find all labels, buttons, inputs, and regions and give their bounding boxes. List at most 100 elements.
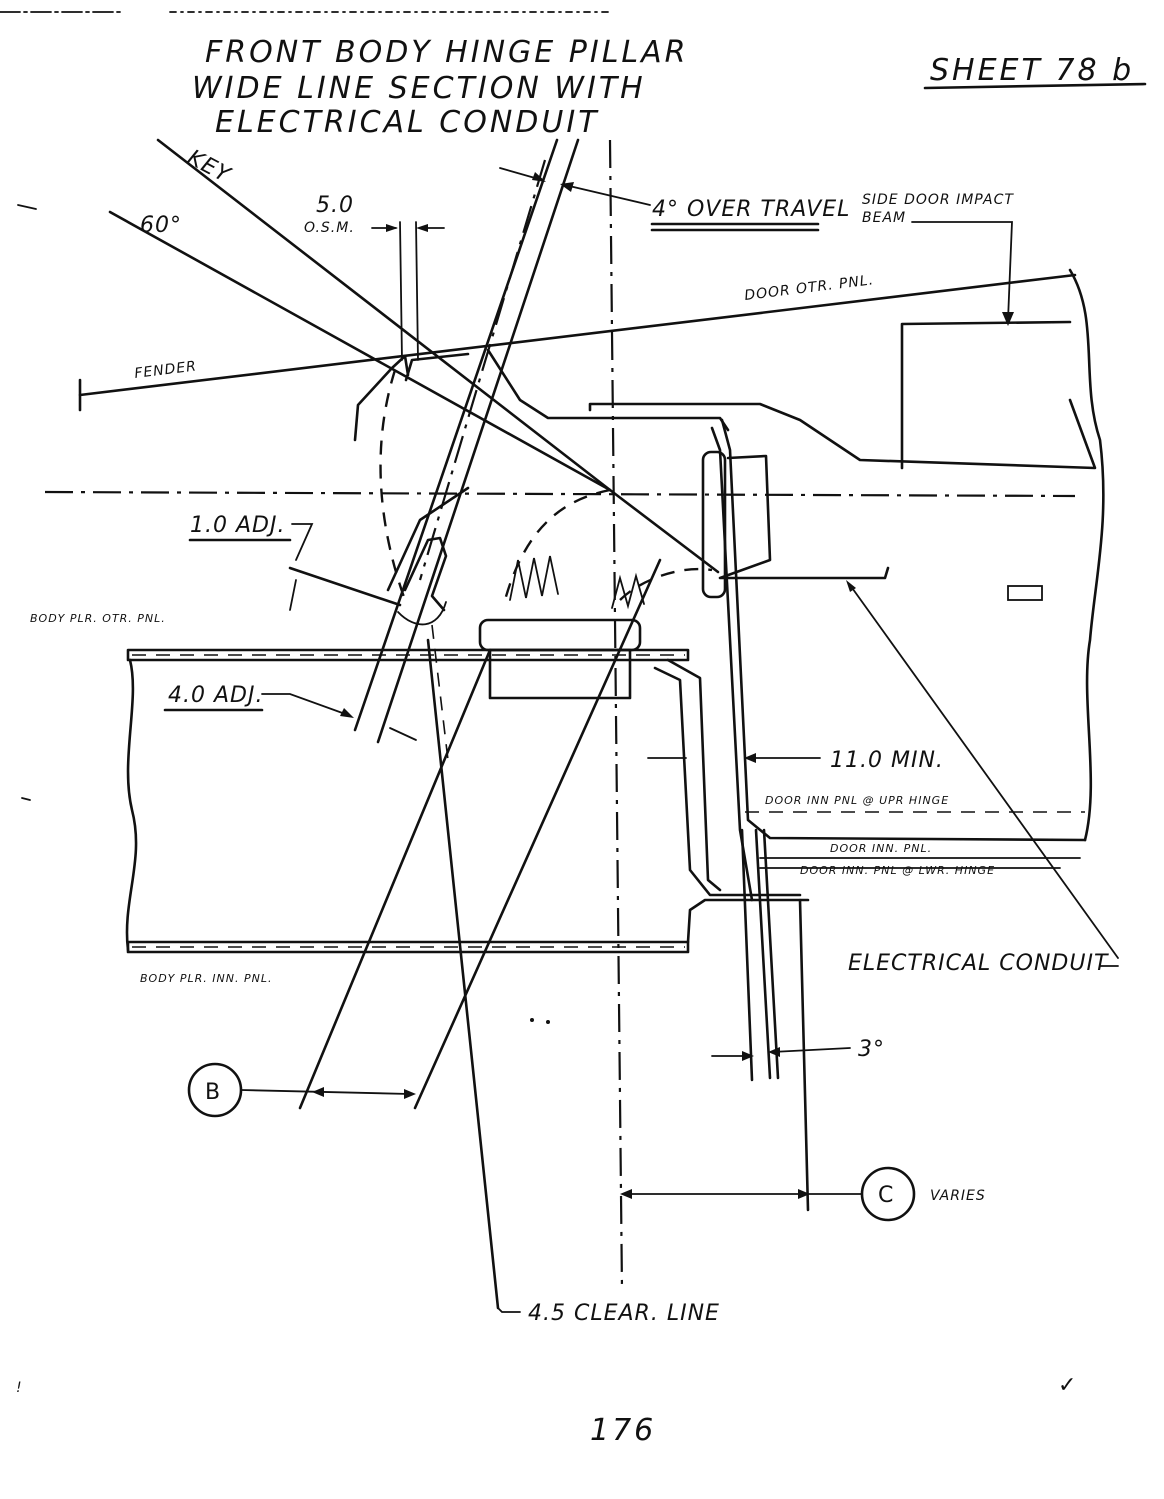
- conduit-leader: [849, 584, 1119, 959]
- horizontal-center-line: [44, 490, 1076, 498]
- min-11-arrow: [744, 753, 756, 763]
- impact-beam-label-1: SIDE DOOR IMPACT: [862, 192, 1014, 208]
- door-opening-line-2: [754, 828, 772, 1080]
- adj-4-0-label: 4.0 ADJ.: [168, 683, 263, 708]
- fender-flange: [353, 354, 410, 442]
- osm-arrow-left: [386, 224, 398, 232]
- osm-label: O.S.M.: [304, 220, 355, 236]
- callout-b-label: B: [205, 1080, 221, 1105]
- hinge-bracket-2: [403, 536, 448, 612]
- title-line-1: FRONT BODY HINGE PILLAR: [205, 35, 689, 70]
- edge-tick: [17, 204, 37, 210]
- sheet-label-underline: [923, 82, 1147, 90]
- margin-mark: !: [16, 1380, 23, 1396]
- coil-spring-2: [611, 572, 645, 610]
- callout-c-label: C: [878, 1183, 894, 1208]
- callout-b-leader: [240, 1089, 411, 1095]
- sheet-label: SHEET 78 b: [930, 53, 1134, 88]
- body-pillar-inner-right-2: [666, 658, 722, 892]
- door-right-break: [1068, 268, 1105, 842]
- adj-1-0-ext-line: [288, 566, 402, 607]
- speck: [546, 1020, 550, 1024]
- conduit-housing: [718, 454, 890, 580]
- side-mark: [1007, 585, 1043, 601]
- over-travel-label: 4° OVER TRAVEL: [652, 197, 850, 222]
- hinge-swing-arc: [503, 488, 611, 601]
- speck: [530, 1018, 534, 1022]
- body-pillar-flange: [686, 898, 810, 944]
- min-11-label: 11.0 MIN.: [830, 748, 944, 773]
- overtravel-leader: [564, 184, 651, 206]
- clear-line: [426, 638, 500, 1310]
- impact-beam: [900, 320, 1072, 470]
- check-mark: ✓: [1058, 1373, 1077, 1398]
- adj-4-0-arrow: [340, 708, 354, 718]
- body-pillar-inner-right: [653, 666, 802, 897]
- electrical-conduit-label: ELECTRICAL CONDUIT: [848, 951, 1109, 976]
- callout-b-arrow-right: [404, 1089, 416, 1099]
- door-opening-line-4: [798, 898, 810, 1212]
- impact-beam-arrow: [1002, 312, 1014, 326]
- title-line-2: WIDE LINE SECTION WITH: [192, 71, 646, 106]
- osm-ext-left: [399, 221, 403, 361]
- three-deg-label: 3°: [858, 1037, 885, 1062]
- three-deg-arrow-right: [768, 1047, 780, 1057]
- door-skin-upper: [588, 398, 1097, 470]
- body-pillar-left-break: [125, 658, 138, 952]
- sixty-degree-line: [108, 210, 612, 492]
- door-outer-panel-line: [78, 273, 1077, 397]
- adj-4-0-leader: [261, 693, 349, 716]
- three-deg-leader-right: [771, 1047, 851, 1053]
- adj-1-0-label: 1.0 ADJ.: [190, 513, 285, 538]
- door-opening-line-3: [762, 828, 780, 1080]
- adj-1-0-arrow-line: [289, 579, 297, 611]
- sixty-degree-line-ext: [608, 488, 720, 574]
- osm-arrow-right: [416, 224, 428, 232]
- overtravel-arrow-top: [532, 172, 546, 182]
- callout-c-arrow-left: [620, 1189, 632, 1199]
- hinge-bracket: [386, 486, 470, 592]
- hinge-block: [701, 450, 727, 599]
- door-inn-lwr-label: DOOR INN. PNL @ LWR. HINGE: [800, 864, 995, 877]
- adj-4-0-arrow-right: [389, 727, 417, 741]
- impact-beam-label-2: BEAM: [862, 210, 906, 226]
- door-inner-panel-2: [710, 426, 754, 902]
- title-line-3: ELECTRICAL CONDUIT: [215, 105, 600, 140]
- overtravel-line-1: [353, 138, 559, 732]
- adj-1-0-leader: [291, 523, 314, 561]
- callout-b-arrow-left: [312, 1087, 324, 1097]
- overtravel-line-2: [376, 138, 580, 744]
- body-pillar-inner-bottom: [126, 940, 690, 954]
- door-otr-pnl-label: DOOR OTR. PNL.: [744, 272, 875, 304]
- door-outer-skin: [486, 348, 730, 432]
- conduit-arc: [619, 567, 713, 601]
- b-diagonal-line-2: [413, 558, 662, 1110]
- clear-line-label: 4.5 CLEAR. LINE: [528, 1301, 720, 1326]
- callout-c-arrow-right: [798, 1189, 810, 1199]
- overtravel-dashed: [418, 159, 547, 581]
- varies-label: VARIES: [930, 1188, 986, 1204]
- overtravel-arrow: [560, 182, 574, 192]
- three-deg-arrow-left: [742, 1051, 754, 1061]
- door-opening-line-1: [740, 828, 754, 1082]
- key-line: [156, 138, 612, 492]
- clear-line-leader: [497, 1307, 521, 1313]
- sixty-degree-label: 60°: [140, 213, 182, 238]
- body-pillar-outer-top: [126, 648, 690, 662]
- door-inn-label: DOOR INN. PNL.: [830, 842, 932, 855]
- body-plr-otr-label: BODY PLR. OTR. PNL.: [30, 612, 166, 625]
- page-number: 176: [590, 1413, 656, 1448]
- fender-flange-inner: [404, 352, 470, 382]
- vertical-center-line: [608, 139, 624, 1291]
- conduit-arrow: [846, 580, 856, 592]
- hinge-swing-arc-2: [379, 369, 407, 601]
- door-inner-panel: [720, 418, 1087, 842]
- edge-tick: [21, 797, 31, 801]
- callout-c-circle: [860, 1166, 916, 1222]
- dim-5-0: 5.0: [316, 193, 354, 218]
- coil-spring-1: [509, 555, 559, 601]
- osm-ext-right: [415, 221, 419, 361]
- fender-label: FENDER: [134, 358, 198, 382]
- door-inn-upr-label: DOOR INN PNL @ UPR HINGE: [765, 794, 949, 807]
